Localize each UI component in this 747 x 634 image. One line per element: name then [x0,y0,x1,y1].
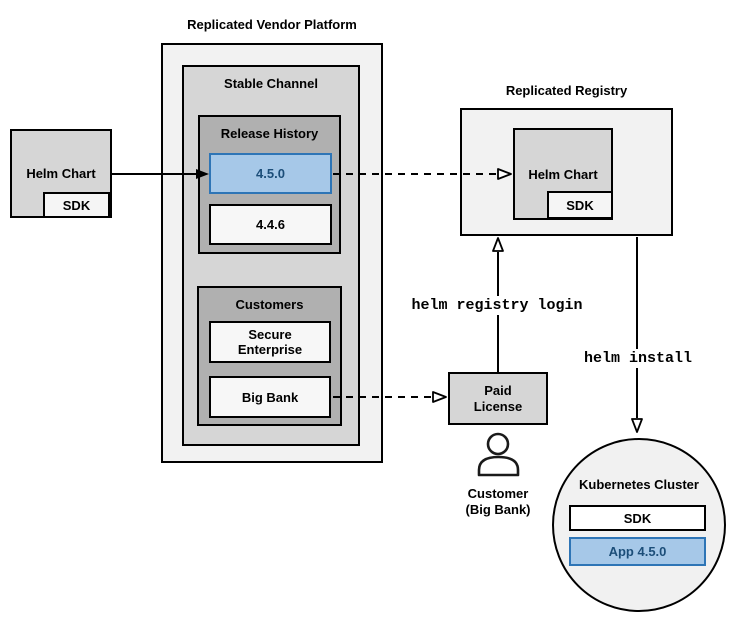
paid-license-box: Paid License [448,372,548,425]
customer-secure-enterprise-box: Secure Enterprise [209,321,331,363]
release-version: 4.5.0 [256,166,285,181]
sdk-label: SDK [623,510,652,526]
customer-name-line: Enterprise [237,342,303,357]
helm-install-command: helm install [579,349,697,368]
customer-big-bank-box: Big Bank [209,376,331,418]
helm-chart-label: Helm Chart [26,166,96,181]
platform-title: Replicated Vendor Platform [187,17,357,32]
customer-name-line: Secure [248,326,292,342]
paid-license-line: Paid [484,383,512,399]
sdk-label: SDK [62,197,91,213]
helm-chart-label: Helm Chart [528,166,598,182]
customers-label: Customers [235,297,304,312]
cluster-app-box: App 4.5.0 [569,537,706,566]
person-icon [477,432,520,477]
release-version: 4.4.6 [256,217,285,232]
paid-license-line: License [473,398,523,414]
release-4-4-6-box: 4.4.6 [209,204,332,245]
customer-caption: Customer (Big Bank) [447,486,549,518]
customer-caption-line: (Big Bank) [465,501,531,517]
release-history-label: Release History [220,126,319,141]
kubernetes-cluster-title: Kubernetes Cluster [579,477,699,492]
arrow-registry-to-cluster [631,237,643,433]
helm-registry-login-command: helm registry login [407,296,587,315]
release-4-5-0-box: 4.5.0 [209,153,332,194]
customer-name-line: Big Bank [241,389,299,405]
registry-sdk-box: SDK [547,191,613,219]
stable-channel-label: Stable Channel [224,76,318,91]
sdk-label: SDK [566,197,594,213]
cluster-sdk-box: SDK [569,505,706,531]
customer-caption-line: Customer [467,486,529,501]
registry-title: Replicated Registry [505,83,628,98]
app-version-label: App 4.5.0 [608,544,667,559]
vendor-sdk-box: SDK [43,192,110,218]
